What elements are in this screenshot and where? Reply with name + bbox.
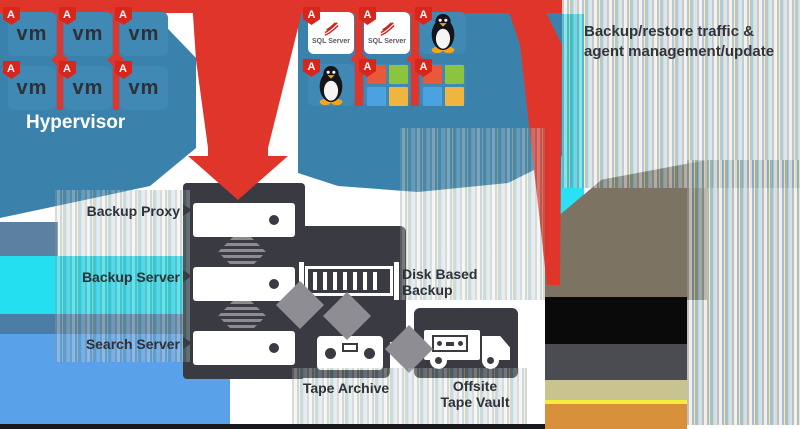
disk-backup-label: Disk Based Backup (402, 266, 478, 299)
power-led-icon (269, 343, 279, 353)
agent-badge-icon: A (59, 61, 76, 79)
physical-tile-linux: A (415, 7, 466, 54)
truck-cassette-icon (432, 335, 468, 352)
agent-badge-icon: A (415, 59, 432, 77)
backup-proxy-label: Backup Proxy (86, 203, 180, 219)
artifact-grey-band (545, 344, 687, 380)
agent-badge-icon: A (359, 7, 376, 25)
vm-label: vm (128, 22, 160, 45)
server-rack (183, 183, 305, 379)
agent-badge-icon: A (415, 7, 432, 25)
tux-icon (319, 66, 343, 105)
agent-badge-icon: A (115, 7, 132, 25)
physical-tile-sql-server: A SQL Server (303, 7, 354, 54)
agent-badge-icon: A (303, 7, 320, 25)
agent-badge-icon: A (3, 7, 20, 25)
artifact-orange-band (545, 404, 687, 429)
artifact-khaki-band (545, 380, 687, 400)
server-unit-search-server (193, 331, 295, 365)
label-arrow-icon (183, 204, 192, 216)
artifact-steel-band (0, 314, 230, 334)
offsite-tape-vault-label: Offsite Tape Vault (440, 378, 510, 411)
agent-badge-icon: A (3, 61, 20, 79)
power-led-icon (269, 279, 279, 289)
sql-server-icon (324, 22, 339, 36)
artifact-yellow-line (545, 400, 687, 404)
tape-archive-label: Tape Archive (302, 380, 390, 396)
vm-tile: A vm (3, 7, 56, 56)
vm-tile: A vm (59, 7, 112, 56)
sql-server-label: SQL Server (367, 38, 406, 45)
search-server-label: Search Server (85, 336, 180, 352)
server-unit-backup-server (193, 267, 295, 301)
legend-line-1: Backup/restore traffic & (584, 23, 755, 40)
vm-label: vm (72, 76, 104, 99)
vm-label: vm (128, 76, 160, 99)
backup-server-label: Backup Server (81, 269, 180, 285)
vm-tile: A vm (3, 61, 56, 110)
disk-array-cap (299, 262, 304, 300)
agent-badge-icon: A (59, 7, 76, 25)
vm-tile: A vm (115, 61, 168, 110)
tape-cassette-icon (317, 336, 383, 370)
physical-tile-windows: A (359, 59, 410, 106)
vm-label: vm (72, 22, 104, 45)
vm-tile: A vm (59, 61, 112, 110)
server-unit-backup-proxy (193, 203, 295, 237)
sql-server-label: SQL Server (311, 38, 350, 45)
agent-badge-icon: A (115, 61, 132, 79)
disk-array-icon (305, 266, 393, 296)
physical-tile-sql-server: A SQL Server (359, 7, 410, 54)
sql-server-icon (380, 22, 395, 36)
power-led-icon (269, 215, 279, 225)
legend-line-2: agent management/update (584, 43, 775, 61)
agent-badge-icon: A (303, 59, 320, 77)
agent-badge-icon: A (359, 59, 376, 77)
artifact-bottom-line (0, 424, 545, 429)
physical-tile-linux: A (303, 59, 354, 106)
vm-label: vm (16, 22, 48, 45)
tux-icon (431, 14, 455, 53)
disk-array-cap (394, 262, 399, 300)
vm-label: vm (16, 76, 48, 99)
physical-tile-windows: A (415, 59, 466, 106)
artifact-black-band (545, 297, 687, 344)
label-arrow-icon (183, 270, 192, 282)
hypervisor-label: Hypervisor (26, 112, 126, 133)
label-arrow-icon (183, 337, 192, 349)
vm-tile: A vm (115, 7, 168, 56)
artifact-slate-block (0, 222, 58, 256)
legend-text: Backup/restore traffic & agent managemen… (584, 22, 794, 63)
truck-icon (424, 316, 514, 374)
